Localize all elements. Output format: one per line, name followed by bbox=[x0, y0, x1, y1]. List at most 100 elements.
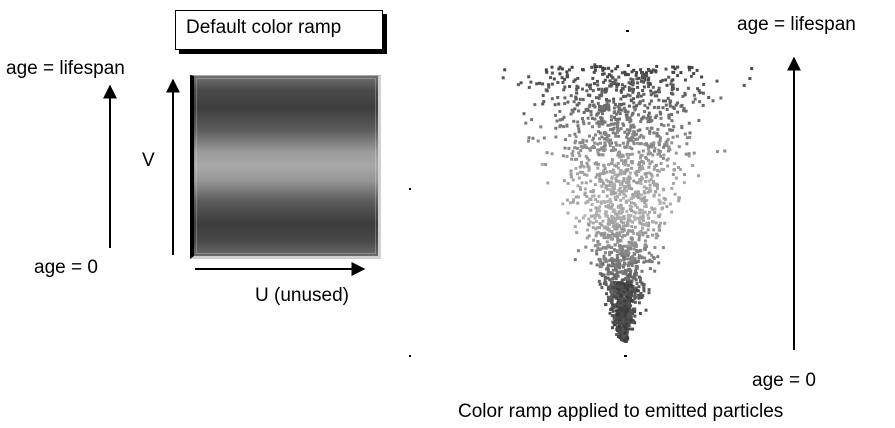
particle bbox=[750, 67, 754, 71]
particle bbox=[569, 94, 573, 98]
particle bbox=[633, 241, 637, 245]
particle bbox=[628, 128, 632, 132]
particle bbox=[662, 168, 665, 171]
particle bbox=[630, 205, 634, 209]
particle bbox=[619, 203, 623, 207]
particle bbox=[610, 246, 614, 249]
particle bbox=[616, 123, 620, 127]
particle bbox=[607, 263, 610, 267]
particle bbox=[631, 220, 634, 224]
particle bbox=[614, 263, 618, 267]
particle bbox=[670, 91, 674, 95]
caption: Color ramp applied to emitted particles bbox=[458, 401, 784, 422]
particle bbox=[646, 213, 650, 217]
particle bbox=[602, 182, 605, 185]
particle bbox=[643, 201, 647, 204]
particle bbox=[576, 201, 580, 205]
particle bbox=[617, 210, 621, 214]
particle bbox=[519, 81, 523, 85]
particle bbox=[615, 254, 619, 257]
particle bbox=[589, 198, 593, 202]
particle bbox=[611, 258, 615, 262]
particle bbox=[575, 84, 579, 88]
particle bbox=[623, 283, 627, 287]
particle bbox=[684, 152, 688, 156]
particle bbox=[620, 309, 624, 313]
particle bbox=[662, 153, 666, 157]
particle bbox=[632, 97, 635, 101]
particle bbox=[637, 192, 641, 196]
particle bbox=[606, 295, 610, 299]
particle bbox=[611, 158, 614, 162]
particle bbox=[626, 249, 630, 253]
particle bbox=[597, 130, 601, 134]
particle bbox=[634, 137, 638, 141]
particle bbox=[603, 279, 607, 283]
particle bbox=[622, 301, 626, 305]
particle bbox=[620, 181, 624, 185]
right-bottom-label: age = 0 bbox=[752, 370, 816, 391]
particle bbox=[634, 244, 638, 248]
particle bbox=[596, 200, 600, 204]
particle bbox=[652, 183, 656, 187]
particle bbox=[647, 69, 651, 72]
particle bbox=[604, 236, 608, 240]
particle bbox=[626, 308, 630, 312]
particle bbox=[581, 120, 585, 124]
particle bbox=[583, 214, 587, 218]
particle bbox=[639, 68, 643, 72]
particle bbox=[687, 121, 691, 125]
particle bbox=[603, 167, 607, 171]
particle bbox=[667, 113, 671, 117]
particle bbox=[648, 117, 652, 121]
particle bbox=[647, 179, 651, 183]
particle bbox=[631, 284, 635, 288]
particle bbox=[602, 200, 606, 203]
particle bbox=[550, 65, 554, 69]
particle bbox=[611, 272, 615, 276]
particle bbox=[649, 70, 653, 74]
particle bbox=[657, 86, 661, 90]
particle bbox=[566, 211, 570, 215]
particle bbox=[619, 294, 623, 297]
particle bbox=[628, 94, 632, 98]
particle bbox=[619, 220, 623, 224]
particle bbox=[644, 231, 648, 235]
particle bbox=[662, 124, 666, 128]
particle bbox=[671, 172, 675, 176]
particle bbox=[636, 129, 640, 133]
particle bbox=[554, 135, 558, 139]
particle bbox=[630, 237, 634, 241]
particle bbox=[659, 80, 663, 83]
particle bbox=[639, 156, 642, 160]
particle bbox=[621, 307, 625, 311]
particle bbox=[620, 245, 624, 249]
particle bbox=[657, 141, 661, 145]
particle bbox=[594, 175, 598, 179]
particle bbox=[594, 227, 598, 231]
particle bbox=[623, 244, 626, 248]
particle bbox=[662, 99, 665, 103]
particle bbox=[595, 252, 599, 256]
particle bbox=[609, 128, 613, 131]
particle bbox=[624, 200, 628, 204]
particle bbox=[576, 76, 580, 80]
particle bbox=[652, 141, 656, 145]
particle bbox=[673, 67, 677, 71]
particle bbox=[654, 221, 658, 225]
particle bbox=[570, 157, 574, 161]
particle bbox=[637, 190, 640, 194]
particle bbox=[676, 65, 680, 69]
particle bbox=[576, 124, 580, 128]
particle bbox=[594, 211, 598, 215]
particle bbox=[575, 146, 579, 150]
particle bbox=[618, 143, 622, 147]
particle bbox=[542, 100, 546, 104]
particle bbox=[683, 173, 686, 176]
particle bbox=[527, 75, 531, 79]
particle bbox=[634, 248, 638, 252]
particle bbox=[562, 88, 566, 92]
particle bbox=[601, 68, 605, 72]
particle bbox=[626, 287, 630, 291]
particle bbox=[620, 279, 624, 283]
